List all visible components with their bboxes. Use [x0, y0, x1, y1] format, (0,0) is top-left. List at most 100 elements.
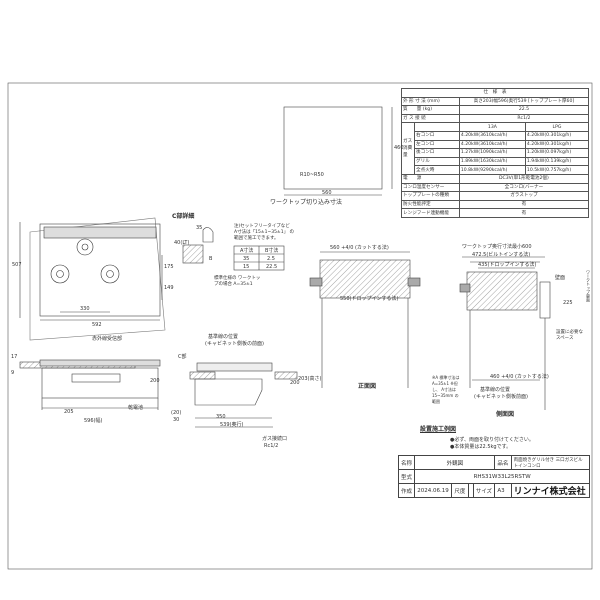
- section-front-cut: 560 +4/0 (カットする法): [330, 245, 389, 251]
- side-ref-label: 基準線の位置: [208, 334, 239, 340]
- gas-row-label: 全点火時: [414, 165, 460, 175]
- detail-c-cell: 15: [243, 264, 250, 270]
- detail-c-note: 注)セットフリータイプなど A寸法は「15±1~35±1」 の範囲で施工できます…: [234, 224, 294, 241]
- gas-value: 4.20kW(3610kcal/h): [458, 139, 526, 150]
- detail-c-cell: 22.5: [266, 264, 278, 270]
- gas-value: 1.27kW(1090kcal/h): [458, 148, 526, 158]
- side-dim-350: 350: [216, 414, 226, 420]
- cutout-width: 560: [322, 190, 332, 196]
- company-name: リンナイ株式会社: [510, 483, 591, 498]
- detail-c-b: B: [209, 256, 213, 262]
- plan-dim-149: 149: [164, 285, 174, 291]
- a-dimension-note: ※A 標準寸法は A=35±1 ※但し、 A寸法は 15~35mm の範囲: [432, 375, 460, 404]
- gas-value: 4.20kW(0.301kg/h): [524, 139, 590, 150]
- gas-col-lpg: LPG: [524, 122, 590, 132]
- side-dim-539: 539(奥行): [220, 422, 244, 428]
- model-number: RHS31W33L25RSTW: [414, 469, 590, 484]
- gas-value: 4.20kW(3610kcal/h): [458, 130, 526, 141]
- plan-depth: 507: [12, 262, 22, 268]
- section-side-cut: 460 +4/0 (カットする法): [490, 374, 549, 380]
- gas-row-label: 右コンロ: [414, 130, 460, 141]
- side-dim-30: 30: [173, 417, 180, 423]
- spec-label: 外 形 寸 法 (mm): [401, 96, 460, 107]
- side-c-label: C部: [178, 354, 187, 360]
- front-dim-17: 17: [11, 354, 18, 360]
- gas-value: 1.94kW(0.139kg/h): [524, 156, 590, 167]
- front-dim-205: 205: [64, 409, 74, 415]
- spec-label: ガ ス 接 続: [401, 113, 460, 124]
- plan-dim-175: 175: [164, 264, 174, 270]
- ir-receiver-label: 赤外線受信部: [92, 336, 123, 342]
- spec-label: 防火性能評定: [401, 199, 460, 210]
- wall-label: 壁面: [555, 275, 566, 281]
- detail-c-header: B寸法: [265, 248, 279, 254]
- front-dim-200: 200: [150, 378, 160, 384]
- spec-label: レンジフード連動機能: [401, 208, 460, 218]
- spec-title: 仕 様 表: [401, 88, 589, 98]
- front-dim-596: 596(幅): [84, 418, 103, 424]
- gas-value: 10.8kW(9290kcal/h): [458, 165, 526, 175]
- size-label: サイズ: [472, 483, 496, 498]
- detail-c-cell: 2.5: [267, 256, 275, 262]
- title-block: 名称 外観図 品名 両面焼きグリル付き 三口ガスビルトインコンロ 型式 RHS3…: [397, 455, 591, 498]
- scale-value: [467, 483, 474, 498]
- hob-plan: [39, 223, 161, 317]
- drawing-name: 外観図: [414, 455, 496, 470]
- gas-value: 1.89kW(1630kcal/h): [458, 156, 526, 167]
- spec-value: 高さ203(幅596)奥行539 [トッププレート厚60]: [458, 96, 590, 107]
- spec-label: 電 源: [401, 173, 460, 184]
- spec-label: トッププレートの種類: [401, 191, 460, 201]
- space-label: 設置に必要な スペース: [556, 330, 583, 341]
- section-front-title: 正面図: [358, 383, 377, 390]
- side-ref-label2: (キャビネット側板の前面): [205, 341, 264, 347]
- cutout-radius: R10~R50: [300, 172, 324, 178]
- spec-value: Rc1/2: [458, 113, 590, 124]
- model-label: 型式: [397, 469, 416, 484]
- gas-row-label: 左コンロ: [414, 139, 460, 150]
- gas-value: 1.20kW(0.097kg/h): [524, 148, 590, 158]
- section-side-ref: 基準線の位置: [480, 387, 511, 393]
- spec-value: 有: [458, 208, 590, 218]
- name-label: 名称: [397, 455, 416, 470]
- cutout-depth: 460: [394, 145, 404, 151]
- size-value: A3: [494, 483, 512, 498]
- gas-value: 4.20kW(0.301kg/h): [524, 130, 590, 141]
- detail-c-cell: 35: [243, 256, 250, 262]
- section-side-builtin: 472.5(ビルトインする法): [472, 252, 531, 258]
- plan-dim-330: 330: [80, 306, 90, 312]
- install-title: 設置施工例図: [420, 426, 457, 433]
- gas-connection-size: Rc1/2: [264, 443, 279, 449]
- gas-value: 10.5kW(0.757kg/h): [524, 165, 590, 175]
- install-note-2: ●本体質量は22.5kgです。: [450, 444, 512, 450]
- gas-connection-label: ガス接続口: [262, 436, 288, 442]
- spec-value: 有: [458, 199, 590, 210]
- cutout-title: ワークトップ切り込み寸法: [270, 199, 343, 206]
- detail-c-dim35: 35: [196, 225, 203, 231]
- worktop-back-label: ワークトップ裏面: [586, 270, 591, 302]
- gas-row-label: 後コンロ: [414, 148, 460, 158]
- sheet-border: [7, 82, 593, 570]
- cutout-rect: [283, 106, 383, 190]
- section-side-title: 側面図: [496, 411, 515, 418]
- side-dim-200: 200: [290, 380, 300, 386]
- battery-label: 乾電池: [128, 405, 144, 411]
- install-note-1: ●必ず、両面を取り付けてください。: [450, 437, 534, 443]
- detail-c-header: A寸法: [240, 248, 254, 254]
- section-side-drop: 435(ドロップインする法): [478, 262, 537, 268]
- spec-table: 仕 様 表 外 形 寸 法 (mm)高さ203(幅596)奥行539 [トッププ…: [401, 88, 590, 218]
- spec-value: ガラストップ: [458, 191, 590, 201]
- detail-c-title: C部詳細: [172, 213, 195, 220]
- date-label: 作成: [397, 483, 416, 498]
- gas-row-label: グリル: [414, 156, 460, 167]
- plan-dim-592: 592: [92, 322, 102, 328]
- spec-label: コンロ温度センサー: [401, 182, 460, 193]
- section-side-ref2: (キャビネット側板前面): [474, 394, 528, 400]
- detail-c-dim40: 40(LT): [174, 240, 190, 246]
- spec-value: 22.5: [458, 105, 590, 115]
- section-side-225: 225: [563, 300, 573, 306]
- side-dim-20: (20): [171, 410, 182, 416]
- date-value: 2024.06.19: [414, 483, 453, 498]
- gas-col-13a: 13A: [458, 122, 526, 132]
